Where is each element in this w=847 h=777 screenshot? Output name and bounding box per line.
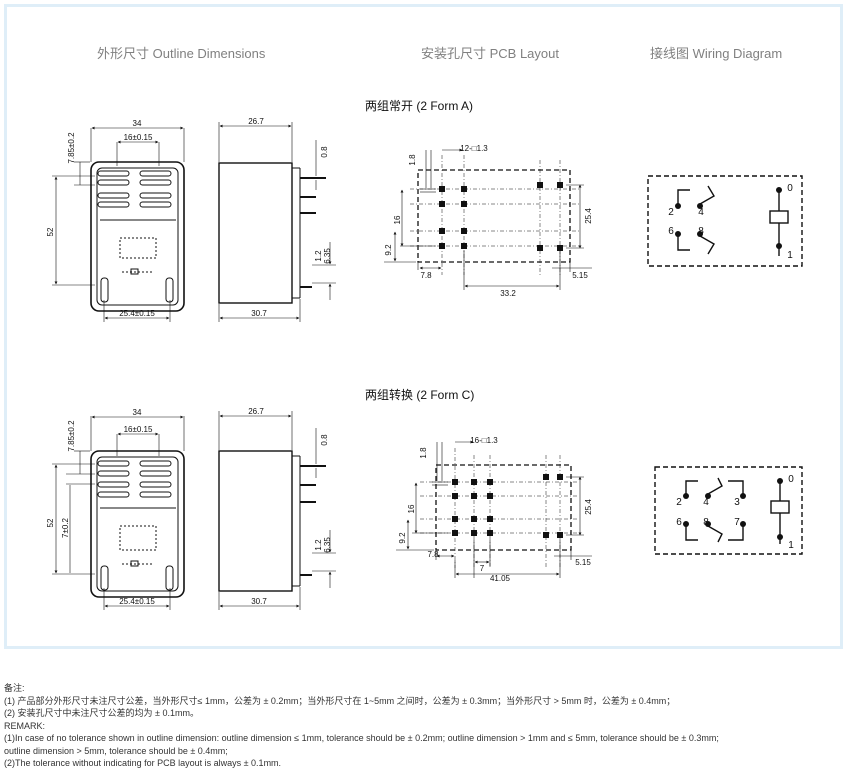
dim-width-top-c: 34 <box>133 408 142 417</box>
pcb-layout-c <box>420 448 578 568</box>
dim-pin-length-2-a: 6.35 <box>323 248 332 264</box>
pcb-dim-25-4-a: 25.4 <box>584 208 593 224</box>
outline-front-view-c <box>90 450 185 598</box>
dimension-lines-front-c <box>52 415 185 610</box>
header-outline-dimensions: 外形尺寸 Outline Dimensions <box>97 46 266 61</box>
notes-en-2: (2)The tolerance without indicating for … <box>4 758 282 768</box>
dim-inner-width-a: 16±0.15 <box>124 133 153 142</box>
wiring-coil-1-c: 1 <box>788 540 794 551</box>
pcb-dim-7-c: 7 <box>480 564 485 573</box>
wiring-coil-0-c: 0 <box>788 474 794 485</box>
wiring-pin-6-a: 6 <box>668 226 674 237</box>
dim-pin-length-2-c: 6.35 <box>323 537 332 553</box>
pcb-hole-size-c: 1.8 <box>419 447 428 459</box>
wiring-pin-8-c: 8 <box>703 517 709 528</box>
pcb-dim-5-15-a: 5.15 <box>572 271 588 280</box>
header-pcb-layout: 安装孔尺寸 PCB Layout <box>421 46 559 61</box>
pcb-dim-16-a: 16 <box>393 215 402 224</box>
outline-side-view-c <box>218 450 326 592</box>
dim-side-top-a: 7.85±0.2 <box>67 132 76 164</box>
pcb-dim-total-a: 33.2 <box>500 289 516 298</box>
section-title-2-form-c: 两组转换 (2 Form C) <box>365 388 475 402</box>
outline-front-view-a <box>90 161 185 312</box>
wiring-pin-8-a: 8 <box>698 226 704 237</box>
wiring-pin-2-c: 2 <box>676 497 682 508</box>
wiring-coil-0-a: 0 <box>787 183 793 194</box>
dim-bottom-width-c: 25.4±0.15 <box>119 597 155 606</box>
dim-terminal-thickness-c: 0.8 <box>320 434 329 446</box>
notes-cn-title: 备注: <box>4 683 25 693</box>
wiring-diagram-a <box>647 175 803 267</box>
wiring-pin-7-c: 7 <box>734 517 740 528</box>
pcb-dim-total-c: 41.05 <box>490 574 511 583</box>
pcb-holes-count-c: 16-□1.3 <box>470 436 498 445</box>
outline-side-view-a <box>218 162 326 304</box>
dim-side-width-a: 30.7 <box>251 309 267 318</box>
technical-drawing: 34 16±0.15 52 7.85±0.2 25.4±0.15 26.7 30… <box>46 117 803 610</box>
wiring-pin-4-a: 4 <box>698 207 704 218</box>
pcb-holes-count-a: 12-□1.3 <box>460 144 488 153</box>
pcb-dim-9-2-a: 9.2 <box>384 244 393 256</box>
dim-depth-c: 26.7 <box>248 407 264 416</box>
dim-terminal-thickness-a: 0.8 <box>320 146 329 158</box>
pcb-dim-7-8-a: 7.8 <box>420 271 432 280</box>
wiring-pin-6-c: 6 <box>676 517 682 528</box>
dim-width-top-a: 34 <box>133 119 142 128</box>
dim-pin-length-1-c: 1.2 <box>314 539 323 551</box>
drawing-panel <box>4 4 843 649</box>
dim-bottom-width-a: 25.4±0.15 <box>119 309 155 318</box>
notes-cn-1: (1) 产品部分外形尺寸未注尺寸公差，当外形尺寸≤ 1mm，公差为 ± 0.2m… <box>4 695 676 706</box>
dim-inner-width-c: 16±0.15 <box>124 425 153 434</box>
wiring-pin-4-c: 4 <box>703 497 709 508</box>
pcb-dim-5-15-c: 5.15 <box>575 558 591 567</box>
pcb-layout-a <box>410 155 580 275</box>
pcb-hole-size-a: 1.8 <box>408 154 417 166</box>
pcb-dim-16-c: 16 <box>407 504 416 513</box>
wiring-pin-2-a: 2 <box>668 207 674 218</box>
notes-en-1b: outline dimension > 5mm, tolerance shoul… <box>4 745 228 756</box>
notes-en-title: REMARK: <box>4 720 46 731</box>
dimension-lines-side-c <box>218 411 336 610</box>
dimension-lines-front-a <box>52 126 185 322</box>
pcb-dim-9-2-c: 9.2 <box>398 532 407 544</box>
pcb-dim-7-8-c: 7.8 <box>427 550 439 559</box>
wiring-diagram-c <box>654 466 803 555</box>
wiring-pin-3-c: 3 <box>734 497 740 508</box>
dimension-lines-side-a <box>218 122 336 322</box>
notes-en-1: (1)In case of no tolerance shown in outl… <box>4 733 719 743</box>
dim-side-mid-c: 7±0.2 <box>61 517 70 538</box>
remarks-block: 备注: (1) 产品部分外形尺寸未注尺寸公差，当外形尺寸≤ 1mm，公差为 ± … <box>4 682 844 770</box>
dim-depth-a: 26.7 <box>248 117 264 126</box>
dim-height-c: 52 <box>46 518 55 527</box>
dim-height-a: 52 <box>46 227 55 236</box>
pcb-dim-25-4-c: 25.4 <box>584 499 593 515</box>
pcb-dimension-lines-c <box>396 440 592 578</box>
dim-side-top-c: 7.85±0.2 <box>67 420 76 452</box>
pcb-dimension-lines-a <box>384 148 592 290</box>
header-wiring-diagram: 接线图 Wiring Diagram <box>650 46 783 61</box>
notes-cn-2: (2) 安装孔尺寸中未注尺寸公差的均为 ± 0.1mm。 <box>4 708 199 718</box>
dim-pin-length-1-a: 1.2 <box>314 250 323 262</box>
section-title-2-form-a: 两组常开 (2 Form A) <box>365 99 474 113</box>
dim-side-width-c: 30.7 <box>251 597 267 606</box>
wiring-coil-1-a: 1 <box>787 250 793 261</box>
